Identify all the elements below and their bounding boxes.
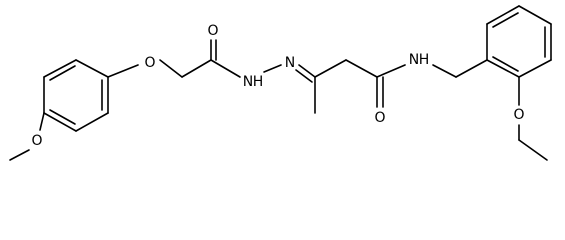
- amide-n-label: N: [409, 52, 419, 68]
- acyl-carbonyl-oxygen-label: O: [207, 23, 218, 39]
- amide-h-label: H: [419, 52, 430, 68]
- right-methoxy-group: [518, 76, 548, 161]
- molecule-diagram: O O O N H N O N H O: [9, 5, 552, 161]
- hydrazone-linkage: [263, 59, 378, 114]
- amide-carbonyl-oxygen-label: O: [374, 110, 385, 126]
- right-benzene-ring: [486, 5, 552, 78]
- left-methoxy-oxygen-label: O: [31, 133, 42, 149]
- structure-canvas: O O O N H N O N H O: [9, 5, 552, 161]
- left-methoxy-group: [9, 112, 45, 161]
- left-benzene-ring: [43, 59, 109, 132]
- phenoxy-acetyl-linker: [107, 39, 241, 78]
- aryl-ether-oxygen-label: O: [144, 55, 155, 71]
- imine-n-label: N: [285, 55, 295, 71]
- hydrazide-n-label: N: [243, 74, 253, 90]
- hydrazide-h-label: H: [253, 74, 264, 90]
- right-methoxy-oxygen-label: O: [513, 107, 524, 123]
- amide-group: [376, 59, 488, 108]
